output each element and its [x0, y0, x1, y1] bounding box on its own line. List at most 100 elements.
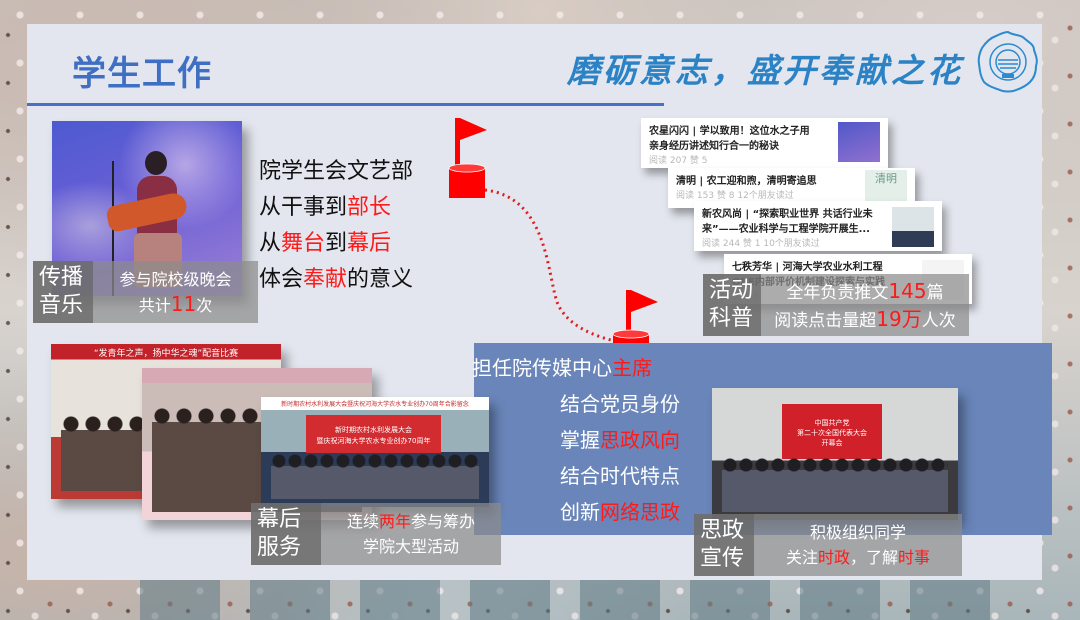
tag-line: 服务: [257, 535, 302, 560]
group-banner: 新时期农村水利发展大会 暨庆祝河海大学农水专业创办70周年: [306, 415, 441, 453]
text: 次: [196, 296, 213, 315]
caption-tag: 思政 宣传: [694, 514, 754, 576]
caption-line: 共计11次: [93, 292, 258, 318]
highlight: 舞台: [281, 231, 326, 256]
banner-line: 新时期农村水利发展大会: [335, 426, 412, 434]
caption-body: 连续两年参与筹办 学院大型活动: [321, 503, 501, 565]
tag-line: 宣传: [700, 546, 745, 571]
photo-party-congress-viewing: 中国共产党 第二十次全国代表大会 开幕会: [712, 388, 958, 520]
text-line: 从舞台到幕后: [259, 226, 413, 262]
arts-dept-text: 院学生会文艺部 从干事到部长 从舞台到幕后 体会奉献的意义: [259, 154, 413, 298]
text: 参与筹办: [411, 512, 476, 531]
news-title: 亲身经历讲述知行合一的秘诀: [649, 141, 779, 152]
text: 掌握: [560, 428, 600, 452]
text-line: 结合时代特点: [560, 464, 680, 488]
tag-line: 科普: [709, 306, 754, 331]
news-title: 农星闪闪 | 学以致用！这位水之子用: [649, 126, 810, 137]
text-line: 院学生会文艺部: [259, 159, 414, 184]
text: 担任院传媒中心: [472, 356, 612, 380]
text: 连续: [346, 512, 379, 531]
news-title: 七秩芳华 | 河海大学农业水利工程: [732, 262, 883, 273]
news-thumbnail: [838, 122, 880, 162]
screen-line: 第二十次全国代表大会: [797, 429, 867, 437]
flag-icon: [448, 118, 487, 198]
tag-line: 幕后: [257, 507, 302, 532]
tag-line: 音乐: [39, 293, 84, 318]
news-title: 清明 | 农工迎和煦，清明寄追思: [676, 176, 817, 187]
caption-science: 活动 科普 全年负责推文145篇 阅读点击量超19万人次: [703, 274, 969, 336]
tag-line: 思政: [700, 518, 745, 543]
caption-line: 积极组织同学: [809, 523, 906, 542]
milestone-path: [448, 118, 658, 352]
caption-body: 全年负责推文145篇 阅读点击量超19万人次: [761, 274, 969, 336]
highlight: 奉献: [303, 267, 348, 292]
highlight: 网络思政: [600, 500, 680, 524]
screen-line: 中国共产党: [814, 419, 850, 427]
highlight: 主席: [612, 356, 652, 380]
slide: 学生工作 磨砺意志，盛开奉献之花 传播 音乐 参与院校级晚会 共计11次 院学生…: [27, 24, 1052, 580]
text: 篇: [926, 283, 944, 303]
caption-backstage: 幕后 服务 连续两年参与筹办 学院大型活动: [251, 503, 501, 565]
caption-ideology: 思政 宣传 积极组织同学 关注时政，了解时事: [694, 514, 962, 576]
text: ，了解: [850, 548, 899, 567]
news-thumbnail: [892, 207, 934, 247]
text: 到: [325, 231, 348, 256]
news-title: 新农风尚 | “探索职业世界 共话行业未: [702, 209, 873, 220]
text-line: 担任院传媒中心主席: [472, 350, 687, 386]
news-card[interactable]: 新农风尚 | “探索职业世界 共话行业未 来”——农业科学与工程学院开展生...…: [694, 201, 942, 251]
caption-body: 积极组织同学 关注时政，了解时事: [754, 514, 962, 576]
caption-tag: 传播 音乐: [33, 261, 93, 323]
text: 从干事到: [259, 195, 348, 220]
photo-caption: 新时期农村水利发展大会暨庆祝河海大学农水专业创办70周年合影留念: [281, 401, 469, 408]
hohai-university-emblem-icon: [977, 30, 1038, 93]
tag-line: 活动: [709, 278, 754, 303]
caption-line: 学院大型活动: [362, 537, 459, 556]
text: 共计: [138, 296, 171, 315]
highlight: 时事: [898, 548, 931, 567]
text: 创新: [560, 500, 600, 524]
caption-body: 参与院校级晚会 共计11次: [93, 261, 258, 323]
banner-text: “发青年之声，扬中华之魂”配音比赛: [93, 349, 239, 359]
highlight: 思政风向: [600, 428, 680, 452]
text: 全年负责推文: [786, 283, 889, 303]
text: 阅读点击量超: [774, 311, 877, 331]
highlight-count: 11: [170, 292, 197, 316]
highlight: 时政: [817, 548, 850, 567]
text: 从: [259, 231, 282, 256]
photo-70th-anniversary: 新时期农村水利发展大会暨庆祝河海大学农水专业创办70周年合影留念 新时期农村水利…: [261, 397, 489, 507]
tag-line: 传播: [39, 265, 84, 290]
screen-line: 开幕会: [821, 439, 843, 447]
media-center-text: 担任院传媒中心主席 结合党员身份 掌握思政风向 结合时代特点 创新网络思政: [472, 350, 680, 530]
banner-line: 暨庆祝河海大学农水专业创办70周年: [316, 437, 431, 445]
text: 关注: [785, 548, 818, 567]
caption-line: 关注时政，了解时事: [754, 545, 962, 570]
party-screen: 中国共产党 第二十次全国代表大会 开幕会: [782, 404, 882, 459]
caption-line: 全年负责推文145篇: [761, 278, 969, 306]
caption-line: 阅读点击量超19万人次: [761, 306, 969, 334]
highlight-count: 145: [888, 279, 927, 303]
background-windows: [60, 578, 1040, 620]
caption-music: 传播 音乐 参与院校级晚会 共计11次: [33, 261, 258, 323]
news-meta: 阅读 153 赞 8 12个朋友读过: [676, 191, 794, 201]
text-line: 体会奉献的意义: [259, 262, 413, 298]
caption-line: 连续两年参与筹办: [321, 509, 501, 534]
news-card[interactable]: 农星闪闪 | 学以致用！这位水之子用 亲身经历讲述知行合一的秘诀 阅读 207 …: [641, 118, 888, 168]
caption-tag: 幕后 服务: [251, 503, 321, 565]
news-title: 来”——农业科学与工程学院开展生...: [702, 224, 870, 235]
text: 的意义: [347, 267, 414, 292]
page-title: 学生工作: [72, 55, 212, 93]
text-line: 从干事到部长: [259, 190, 413, 226]
title-divider: [27, 103, 664, 106]
text: 人次: [921, 311, 956, 331]
text: 体会: [259, 267, 304, 292]
text-line: 掌握思政风向: [477, 422, 680, 458]
caption-tag: 活动 科普: [703, 274, 761, 336]
highlight: 两年: [378, 512, 411, 531]
text-line: 创新网络思政: [477, 494, 680, 530]
highlight: 部长: [347, 195, 392, 220]
highlight: 幕后: [347, 231, 392, 256]
news-meta: 阅读 244 赞 1 10个朋友读过: [702, 239, 820, 249]
news-meta: 阅读 207 赞 5: [649, 156, 708, 166]
slogan: 磨砺意志，盛开奉献之花: [567, 51, 963, 90]
highlight-count: 19万: [876, 307, 922, 331]
